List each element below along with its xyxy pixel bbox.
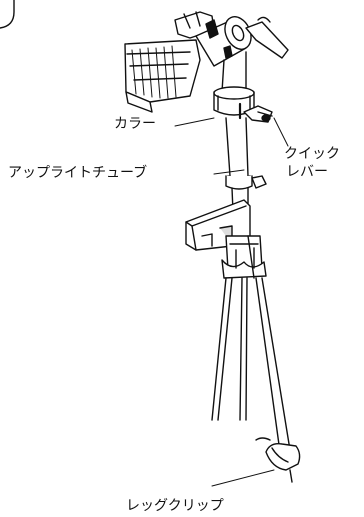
- leg-clip-leader-line: [212, 470, 274, 486]
- collar-label: カラー: [114, 116, 156, 132]
- leg-clip: [256, 438, 300, 482]
- collar: [214, 87, 254, 118]
- leg-clip-label: レッグクリップ: [126, 498, 224, 514]
- quick-lever-leader-line: [274, 118, 288, 146]
- clamp-head: [125, 12, 288, 112]
- leg-hub: [222, 236, 266, 278]
- legs: [212, 236, 290, 452]
- leader-lines: [175, 118, 288, 486]
- quick-lever: [244, 106, 272, 122]
- collar-leader-line: [175, 118, 214, 126]
- quick-lever-label-line2: レバー: [286, 164, 328, 180]
- upright-tube: [226, 118, 266, 236]
- page-corner-frame: [0, 0, 14, 28]
- upright-tube-leader-line: [214, 170, 244, 174]
- upright-tube-label: アップライトチューブ: [8, 165, 148, 181]
- quick-lever-label-line1: クイック: [284, 146, 340, 162]
